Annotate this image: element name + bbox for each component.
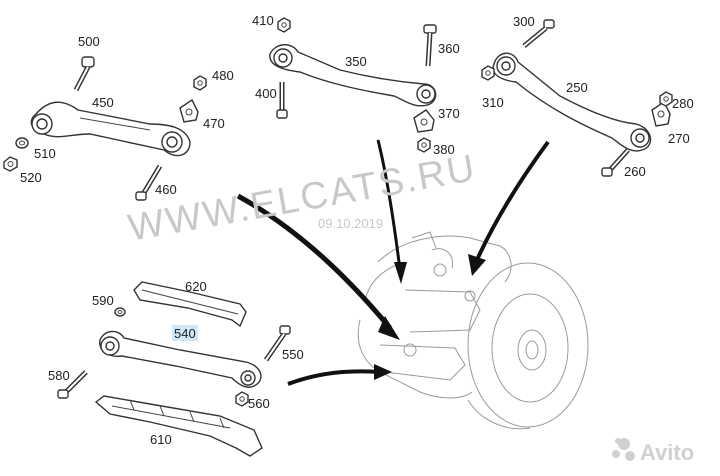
label-480: 480 — [212, 68, 234, 83]
label-610: 610 — [150, 432, 172, 447]
bolt-360 — [423, 24, 437, 67]
nut-310 — [481, 65, 495, 81]
label-300: 300 — [513, 14, 535, 29]
control-arm-450 — [30, 101, 191, 157]
label-540: 540 — [174, 326, 196, 341]
nut-280 — [659, 91, 673, 107]
watermark-site: WWW.ELCATS.RU — [125, 147, 479, 250]
eccentric-washer-370 — [413, 109, 435, 133]
bolt-500 — [73, 56, 95, 92]
label-510: 510 — [34, 146, 56, 161]
pointer-arrows — [236, 139, 550, 386]
watermark-date: 09.10.2019 — [318, 216, 383, 231]
label-560: 560 — [248, 396, 270, 411]
bolt-260 — [601, 148, 630, 177]
control-arm-350 — [269, 44, 437, 107]
label-520: 520 — [20, 170, 42, 185]
nut-410 — [277, 17, 291, 33]
bolt-460 — [135, 164, 163, 201]
label-360: 360 — [438, 41, 460, 56]
label-310: 310 — [482, 95, 504, 110]
label-380: 380 — [433, 142, 455, 157]
label-250: 250 — [566, 80, 588, 95]
washer-590 — [114, 307, 126, 317]
eccentric-washer-270 — [651, 100, 671, 127]
nut-520 — [3, 156, 18, 172]
nut-560 — [235, 391, 249, 407]
control-arm-250 — [492, 52, 652, 152]
label-350: 350 — [345, 54, 367, 69]
label-550: 550 — [282, 347, 304, 362]
label-580: 580 — [48, 368, 70, 383]
label-410: 410 — [252, 13, 274, 28]
nut-380 — [417, 137, 431, 153]
label-370: 370 — [438, 106, 460, 121]
bolt-580 — [57, 370, 88, 399]
bolt-300 — [522, 19, 555, 48]
bolt-550 — [263, 325, 291, 362]
watermark: WWW.ELCATS.RU — [125, 147, 479, 250]
avito-dots-icon — [612, 438, 635, 461]
avito-logo: Avito — [612, 438, 694, 465]
eccentric-washer-470 — [179, 98, 199, 123]
wheel-hub-assembly — [357, 231, 589, 430]
bolt-400 — [276, 82, 288, 119]
shield-610 — [94, 395, 263, 457]
label-400: 400 — [255, 86, 277, 101]
label-270: 270 — [668, 131, 690, 146]
label-590: 590 — [92, 293, 114, 308]
label-500: 500 — [78, 34, 100, 49]
label-460: 460 — [155, 182, 177, 197]
part-labels: 410 300 500 360 350 480 250 450 400 310 … — [20, 13, 694, 447]
label-260: 260 — [624, 164, 646, 179]
control-arm-540 — [99, 330, 262, 388]
avito-logo-text: Avito — [640, 440, 694, 465]
label-470: 470 — [203, 116, 225, 131]
washer-510 — [15, 137, 29, 149]
cover-620 — [133, 281, 247, 328]
label-450: 450 — [92, 95, 114, 110]
nut-480 — [193, 75, 207, 91]
highlight-540 — [172, 325, 198, 341]
label-620: 620 — [185, 279, 207, 294]
label-280: 280 — [672, 96, 694, 111]
